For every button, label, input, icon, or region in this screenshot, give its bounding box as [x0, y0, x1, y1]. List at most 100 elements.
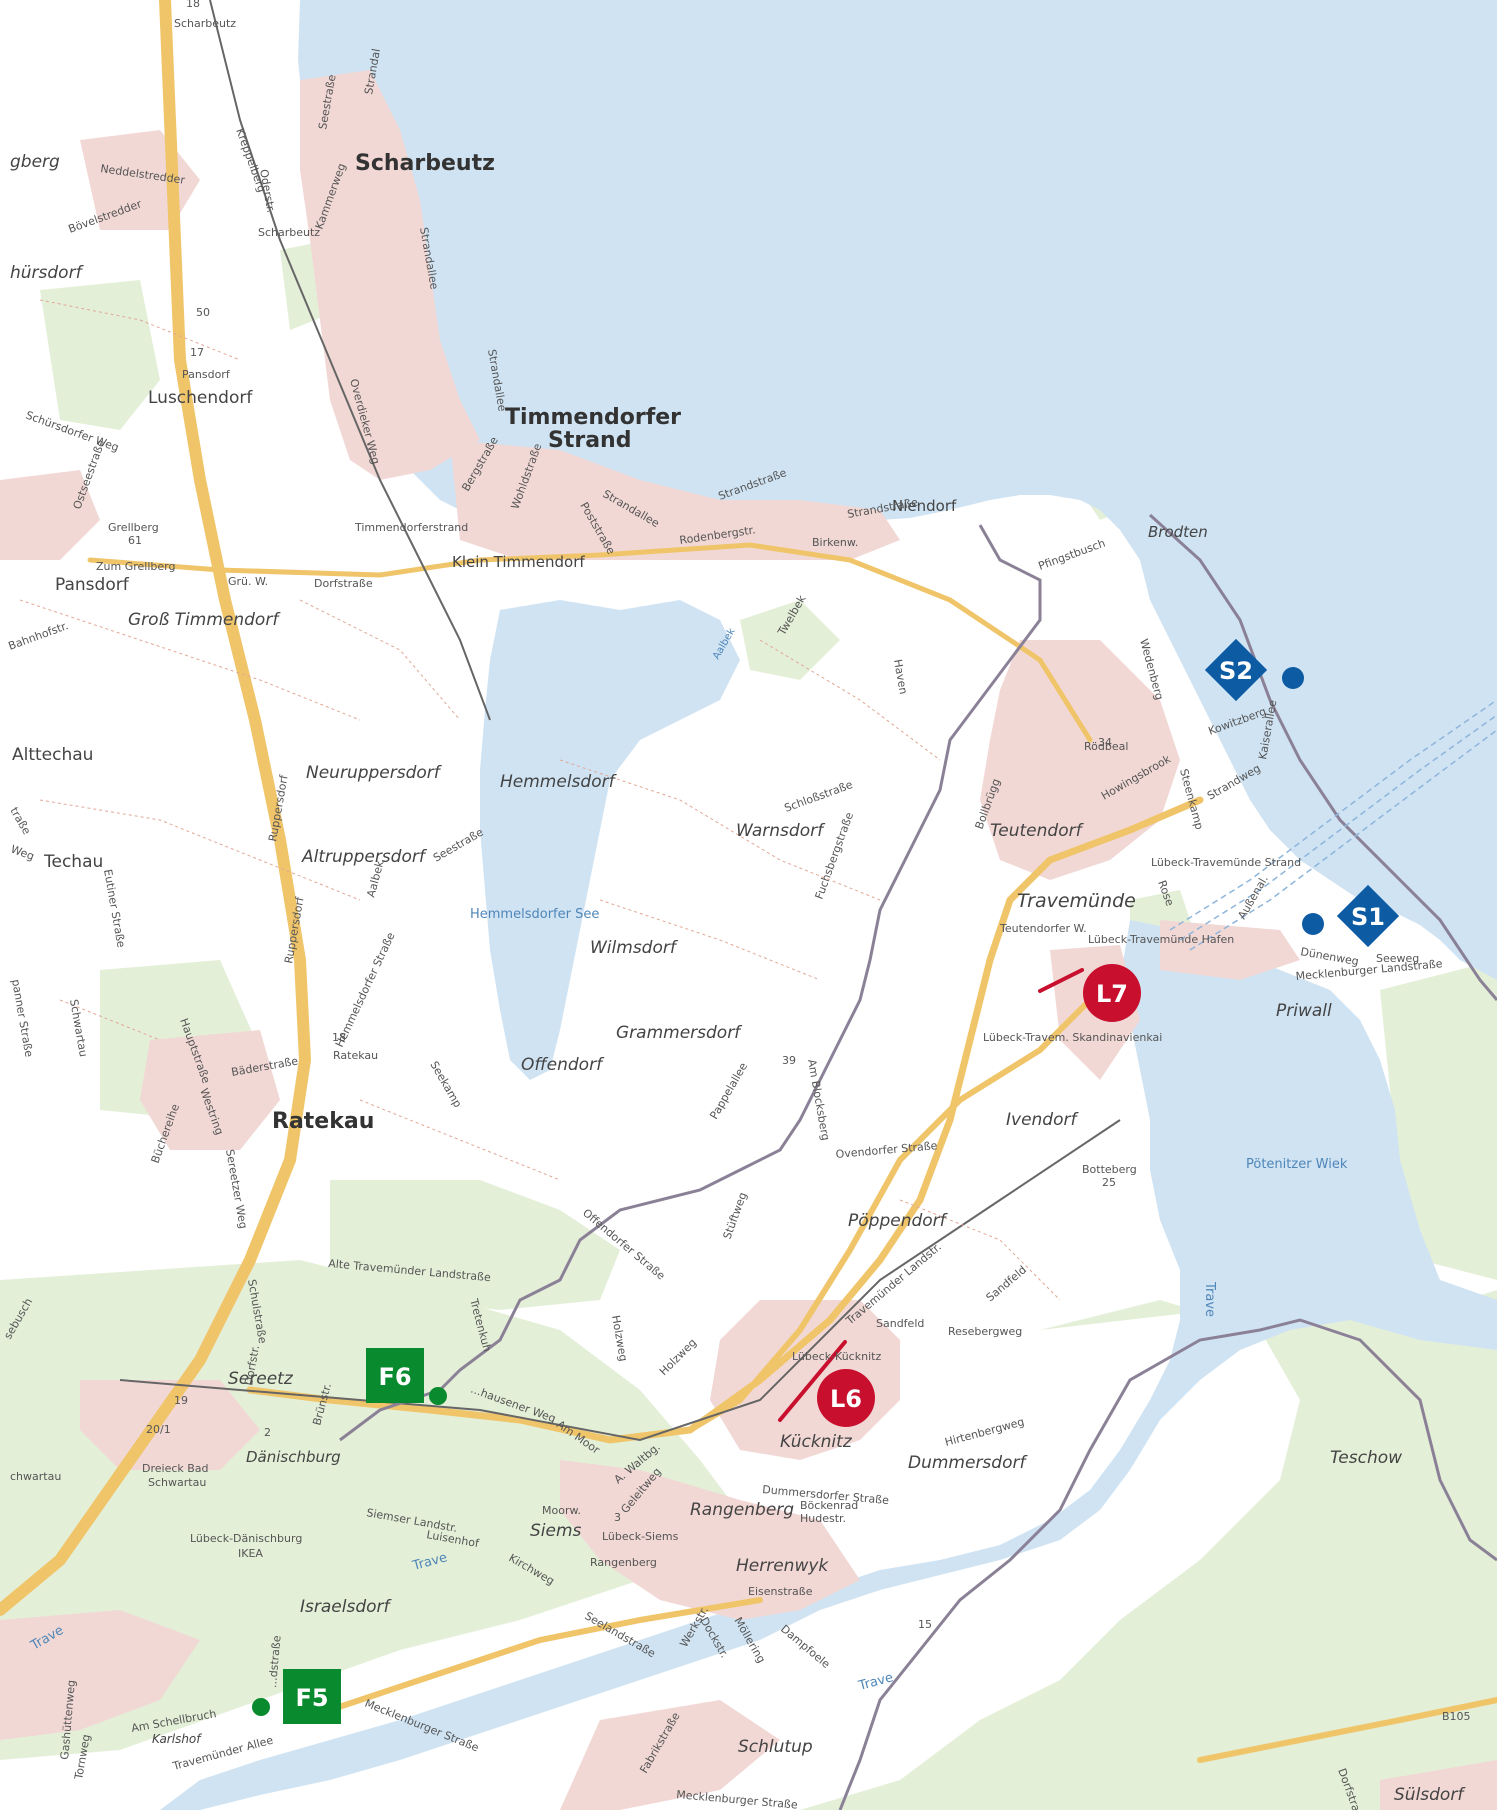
town-label-wilmsdorf: Wilmsdorf	[590, 938, 679, 958]
street-label-sandfeld: Sandfeld	[876, 1317, 924, 1330]
street-label-rangenberg: Rangenberg	[590, 1556, 657, 1569]
town-label-suelsdorf: Sülsdorf	[1394, 1785, 1466, 1805]
town-label-niendorf: Niendorf	[892, 497, 957, 515]
small-label-dreieck: Dreieck Bad	[142, 1462, 209, 1475]
street-label-gruen-w: Grü. W.	[228, 575, 268, 588]
town-label-priwall: Priwall	[1276, 1001, 1332, 1021]
small-label-skandinavienkai: Lübeck-Travem. Skandinavienkai	[983, 1031, 1162, 1044]
marker-f6-square	[366, 1348, 424, 1403]
town-label-hemmelsdorf: Hemmelsdorf	[500, 772, 618, 792]
marker-s2-label: S2	[1219, 657, 1253, 685]
settlement-areas	[0, 70, 1497, 1810]
town-label-pansdorf: Pansdorf	[55, 575, 130, 595]
marker-l6-circle	[817, 1369, 875, 1427]
small-label-grellberg-height: 61	[128, 534, 142, 547]
major-roads	[0, 0, 1497, 1763]
marker-f5-label: F5	[295, 1684, 328, 1712]
small-label-luebeck-kuecknitz: Lübeck-Kücknitz	[792, 1350, 881, 1363]
town-label-scharbeutz: Scharbeutz	[355, 151, 495, 176]
route-segments	[778, 968, 1084, 1422]
small-label-height-25: 25	[1102, 1176, 1116, 1189]
street-label-moorw: Moorw.	[542, 1504, 581, 1517]
street-label-seeweg: Seeweg	[1376, 952, 1419, 965]
street-label-hudestr: Hudestr.	[800, 1512, 846, 1525]
street-label-haven: Haven	[891, 658, 910, 695]
small-label-timmendorferstrand-station: Timmendorferstrand	[354, 521, 468, 534]
town-labels: Luschendorf Pansdorf Groß Timmendorf Alt…	[10, 152, 1466, 1805]
small-label-travemuende-hafen: Lübeck-Travemünde Hafen	[1088, 933, 1234, 946]
small-label-luebeck-siems: Lübeck-Siems	[602, 1530, 679, 1543]
town-label-klein-timmendorf: Klein Timmendorf	[452, 553, 585, 571]
town-label-techau: Techau	[43, 852, 103, 872]
water-label-poetenitzer-wiek: Pötenitzer Wiek	[1246, 1157, 1348, 1172]
street-label-teutendorfer-w: Teutendorfer W.	[999, 922, 1087, 935]
marker-f5-square	[283, 1669, 341, 1724]
street-label-zum-grellberg: Zum Grellberg	[96, 560, 175, 573]
water-label-hemmelsdorfer-see: Hemmelsdorfer See	[470, 907, 599, 922]
town-label-huersdorf: hürsdorf	[10, 263, 85, 283]
town-label-bergberg: gberg	[10, 152, 60, 172]
small-label-road-17: 17	[190, 346, 204, 359]
small-label-b105: B105	[1442, 1710, 1471, 1723]
town-label-rangenberg: Rangenberg	[690, 1500, 794, 1520]
street-label-jadstrasse: ...dstraße	[266, 1635, 284, 1689]
marker-s1-diamond	[1336, 884, 1400, 948]
town-label-siems: Siems	[530, 1521, 582, 1541]
small-label-road-19: 19	[174, 1394, 188, 1407]
street-label-boeckenrad: Böckenrad	[800, 1499, 858, 1512]
small-label-pansdorf-station: Pansdorf	[182, 368, 231, 381]
town-label-herrenwyk: Herrenwyk	[736, 1556, 829, 1576]
marker-s1[interactable]: S1	[1302, 884, 1400, 948]
marker-l6-label: L6	[830, 1385, 862, 1413]
street-label-roedbeal: Rödbeal	[1084, 740, 1128, 753]
marker-f6-dot	[429, 1387, 447, 1405]
town-label-neuruppersdorf: Neuruppersdorf	[306, 763, 443, 783]
marker-s1-dot	[1302, 913, 1324, 935]
town-label-poeppendorf: Pöppendorf	[848, 1211, 949, 1231]
town-label-karlshof: Karlshof	[152, 1732, 202, 1746]
marker-f5[interactable]: F5	[252, 1669, 341, 1724]
small-label-grellberg: Grellberg	[108, 521, 159, 534]
small-label-height-39: 39	[782, 1054, 796, 1067]
small-label-height-34: 34	[1098, 736, 1112, 749]
small-label-scharbeutz-top: Scharbeutz	[174, 17, 236, 30]
marker-s2[interactable]: S2	[1204, 638, 1304, 702]
baltic-sea	[298, 0, 1497, 980]
town-label-strand: Strand	[548, 428, 631, 453]
small-label-road-3: 3	[614, 1511, 621, 1524]
town-label-daenischburg: Dänischburg	[246, 1448, 341, 1466]
marker-l6[interactable]: L6	[817, 1369, 875, 1427]
marker-f5-dot	[252, 1698, 270, 1716]
town-label-ratekau: Ratekau	[272, 1109, 374, 1134]
small-label-road-18: 18	[332, 1031, 346, 1044]
town-label-teutendorf: Teutendorf	[990, 821, 1085, 841]
town-label-grammersdorf: Grammersdorf	[616, 1023, 743, 1043]
left-edge	[0, 0, 8, 1810]
marker-f6[interactable]: F6	[366, 1348, 447, 1405]
marker-s2-diamond	[1204, 638, 1268, 702]
small-label-travemuende-strand: Lübeck-Travemünde Strand	[1151, 856, 1301, 869]
small-labels: Scharbeutz Scharbeutz Timmendorferstrand…	[108, 0, 1471, 1723]
town-label-warnsdorf: Warnsdorf	[736, 821, 826, 841]
street-label-dorfstrasse: Dorfstraße	[314, 577, 373, 590]
map-markers[interactable]: S2 S1 L7 L6 F6 F5	[252, 638, 1400, 1724]
small-label-road-18-top: 18	[186, 0, 200, 10]
marker-l7[interactable]: L7	[1083, 964, 1141, 1022]
town-label-altruppersdorf: Altruppersdorf	[301, 847, 428, 867]
l7-route-segment	[1038, 968, 1084, 993]
town-label-kuecknitz: Kücknitz	[780, 1432, 853, 1452]
town-label-schlutup: Schlutup	[738, 1737, 813, 1757]
town-label-alttechau: Alttechau	[12, 745, 93, 765]
small-label-botteberg: Botteberg	[1082, 1163, 1137, 1176]
ferry-lines	[1169, 699, 1497, 951]
administrative-boundary	[339, 513, 1497, 1810]
town-label-gross-timmendorf: Groß Timmendorf	[128, 610, 281, 630]
town-label-luschendorf: Luschendorf	[148, 388, 253, 408]
marker-l7-circle	[1083, 964, 1141, 1022]
marker-s2-dot	[1282, 667, 1304, 689]
town-label-sereetz: Sereetz	[228, 1369, 294, 1389]
small-label-height-15: 15	[918, 1618, 932, 1631]
marker-s1-label: S1	[1351, 903, 1385, 931]
small-label-road-2: 2	[264, 1426, 271, 1439]
